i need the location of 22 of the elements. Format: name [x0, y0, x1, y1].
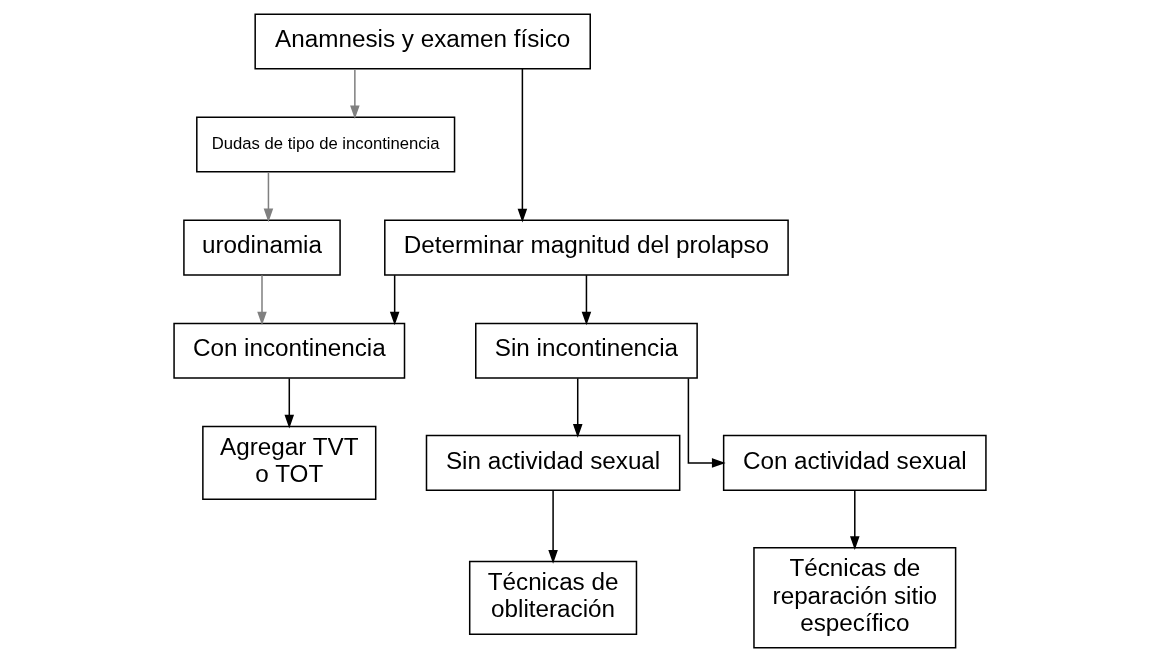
arrow	[547, 489, 558, 564]
node-box: Sin actividad sexual	[425, 434, 680, 491]
arrow	[572, 377, 582, 438]
arrow	[256, 274, 267, 326]
arrow	[263, 171, 273, 223]
node-box: Agregar TVT o TOT	[201, 425, 376, 501]
arrow	[349, 68, 360, 120]
node-box: Dudas de tipo de incontinencia	[195, 116, 455, 173]
node-box: Determinar magnitud del prolapso	[383, 219, 789, 276]
arrow	[849, 489, 860, 550]
node-box: Con actividad sexual	[722, 434, 987, 491]
arrow	[284, 377, 294, 429]
node-box: Técnicas de obliteración	[468, 560, 637, 635]
arrow	[517, 68, 527, 223]
node-box: Anamnesis y examen físico	[253, 13, 591, 70]
arrow	[389, 274, 399, 326]
arrow	[581, 274, 591, 326]
node-box: Sin incontinencia	[474, 322, 698, 379]
arrow	[687, 377, 726, 468]
node-box: Técnicas de reparación sitio específico	[752, 547, 956, 649]
node-box: urodinamia	[182, 219, 341, 276]
node-box: Con incontinencia	[172, 322, 405, 379]
